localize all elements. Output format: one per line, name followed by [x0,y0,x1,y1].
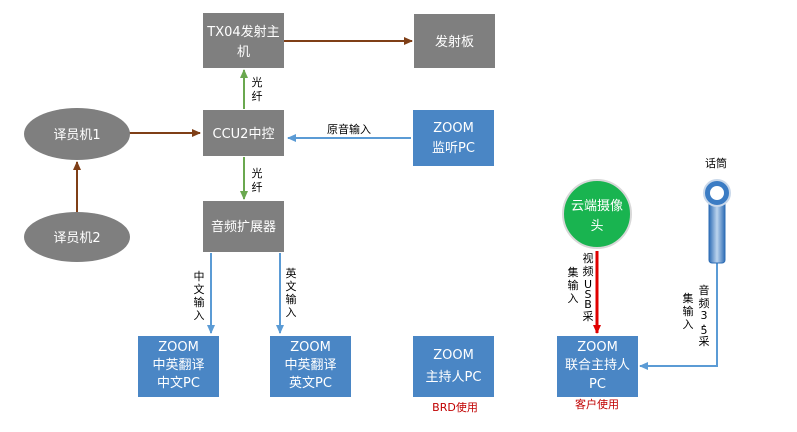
svg-text:频: 频 [699,296,710,310]
chinese-input-label: 中 文 输 入 [194,270,205,322]
original-audio-input-label: 原音输入 [327,122,371,136]
svg-text:频: 频 [583,264,594,278]
zoom-cn-line1: ZOOM [158,340,199,355]
tx04-label-line2: 机 [237,45,250,60]
zoom-cohost-pc-node: ZOOM 联合主持人 PC [557,336,638,397]
svg-text:集: 集 [683,291,694,305]
svg-text:集: 集 [568,265,579,279]
zoom-monitor-line2: 监听PC [432,141,475,156]
zoom-cn-pc-node: ZOOM 中英翻译 中文PC [138,336,219,397]
svg-text:英: 英 [286,266,297,280]
fiber-label-bottom: 光 纤 [252,166,263,194]
svg-text:文: 文 [194,282,205,296]
svg-text:输: 输 [194,295,205,309]
svg-text:输: 输 [286,292,297,306]
ccu2-label: CCU2中控 [213,127,275,142]
zoom-host-pc-node: ZOOM 主持人PC [413,336,494,397]
svg-text:S: S [585,288,592,301]
interpreter1-label: 译员机1 [53,128,100,143]
svg-text:纤: 纤 [252,90,263,103]
zoom-cn-line2: 中英翻译 [152,358,204,373]
interpreter2-node: 译员机2 [24,212,130,262]
svg-text:文: 文 [286,279,297,293]
svg-text:5: 5 [701,324,708,337]
brd-use-note: BRD使用 [432,401,478,414]
zoom-en-line2: 中英翻译 [284,358,336,373]
svg-text:入: 入 [194,309,205,322]
microphone-node: 话筒 [703,156,731,264]
svg-text:输: 输 [568,278,579,292]
svg-text:U: U [584,278,592,291]
svg-text:光: 光 [252,75,263,89]
zoom-host-line2: 主持人PC [426,370,482,385]
svg-text:音: 音 [699,283,710,297]
zoom-en-line3: 英文PC [289,376,332,391]
english-input-label: 英 文 输 入 [286,266,297,319]
zoom-en-pc-node: ZOOM 中英翻译 英文PC [270,336,351,397]
cloud-camera-line2: 头 [590,219,603,234]
svg-text:采: 采 [699,335,710,348]
svg-text:.: . [702,316,706,329]
svg-text:采: 采 [583,310,594,323]
svg-text:入: 入 [683,318,694,331]
svg-text:光: 光 [252,166,263,180]
interpreter1-node: 译员机1 [24,108,130,160]
svg-text:3: 3 [701,309,708,322]
zoom-cohost-line3: PC [589,377,606,392]
transmit-board-label: 发射板 [435,34,474,50]
video-usb-capture-label: 视 频 U S B 采 集 输 入 [568,251,594,323]
arrow-microphone-to-zoom-cohost [639,262,718,370]
tx04-label-line1: TX04发射主 [206,24,279,40]
client-use-note: 客户使用 [575,397,619,411]
zoom-cn-line3: 中文PC [157,376,200,391]
svg-text:入: 入 [568,292,579,305]
transmit-board-node: 发射板 [414,14,495,68]
audio-expander-label: 音频扩展器 [211,219,276,235]
zoom-en-line1: ZOOM [290,340,331,355]
svg-text:纤: 纤 [252,181,263,194]
tx04-transmitter-node: TX04发射主 机 [203,13,284,68]
svg-text:入: 入 [286,306,297,319]
fiber-label-top: 光 纤 [252,75,263,103]
ccu2-controller-node: CCU2中控 [203,110,284,156]
zoom-monitor-line1: ZOOM [433,121,474,136]
cloud-camera-line1: 云端摄像 [571,199,623,214]
svg-text:视: 视 [583,251,594,265]
zoom-host-line1: ZOOM [433,348,474,363]
svg-text:输: 输 [683,304,694,318]
audio-35-capture-label: 音 频 3 . 5 采 集 输 入 [683,283,710,348]
svg-text:中: 中 [194,270,205,283]
zoom-cohost-line1: ZOOM [577,340,618,355]
svg-text:B: B [584,298,592,311]
microphone-label: 话筒 [705,156,727,170]
zoom-cohost-line2: 联合主持人 [565,358,630,373]
interpreter2-label: 译员机2 [53,231,100,246]
zoom-monitor-pc-node: ZOOM 监听PC [413,110,494,166]
audio-expander-node: 音频扩展器 [203,201,284,252]
cloud-camera-node: 云端摄像 头 [562,179,632,249]
